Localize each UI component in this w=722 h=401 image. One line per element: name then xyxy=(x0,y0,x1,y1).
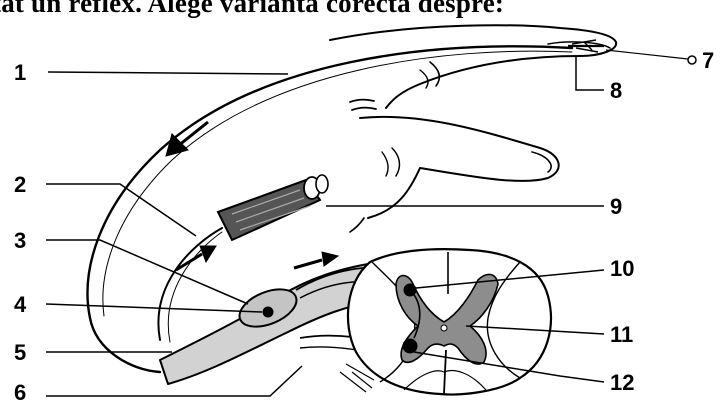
label-2: 2 xyxy=(14,172,26,197)
spinal-cord-section xyxy=(348,249,551,394)
efferent-nerve-fiber xyxy=(158,228,222,342)
label-12: 12 xyxy=(610,370,634,395)
leader-4 xyxy=(46,304,262,312)
label-4: 4 xyxy=(14,292,27,317)
motor-neuron xyxy=(403,339,417,353)
leader-3 xyxy=(46,240,248,304)
label-9: 9 xyxy=(610,194,622,219)
stimulus-point xyxy=(688,56,696,64)
efferent-direction-arrow xyxy=(176,246,216,270)
leader-1 xyxy=(48,72,288,74)
skin-receptor xyxy=(568,40,696,64)
label-10: 10 xyxy=(610,256,634,281)
ganglion-cell-body xyxy=(263,307,273,317)
label-5: 5 xyxy=(14,340,26,365)
label-7: 7 xyxy=(702,48,714,73)
hand-drawing xyxy=(330,25,616,232)
label-8: 8 xyxy=(610,78,622,103)
muscle-effector xyxy=(218,175,328,240)
label-1: 1 xyxy=(14,60,26,85)
label-11: 11 xyxy=(610,322,633,347)
label-6: 6 xyxy=(14,380,26,401)
spinal-entry-arrow xyxy=(294,252,338,268)
label-3: 3 xyxy=(14,228,26,253)
leader-8 xyxy=(576,56,604,90)
